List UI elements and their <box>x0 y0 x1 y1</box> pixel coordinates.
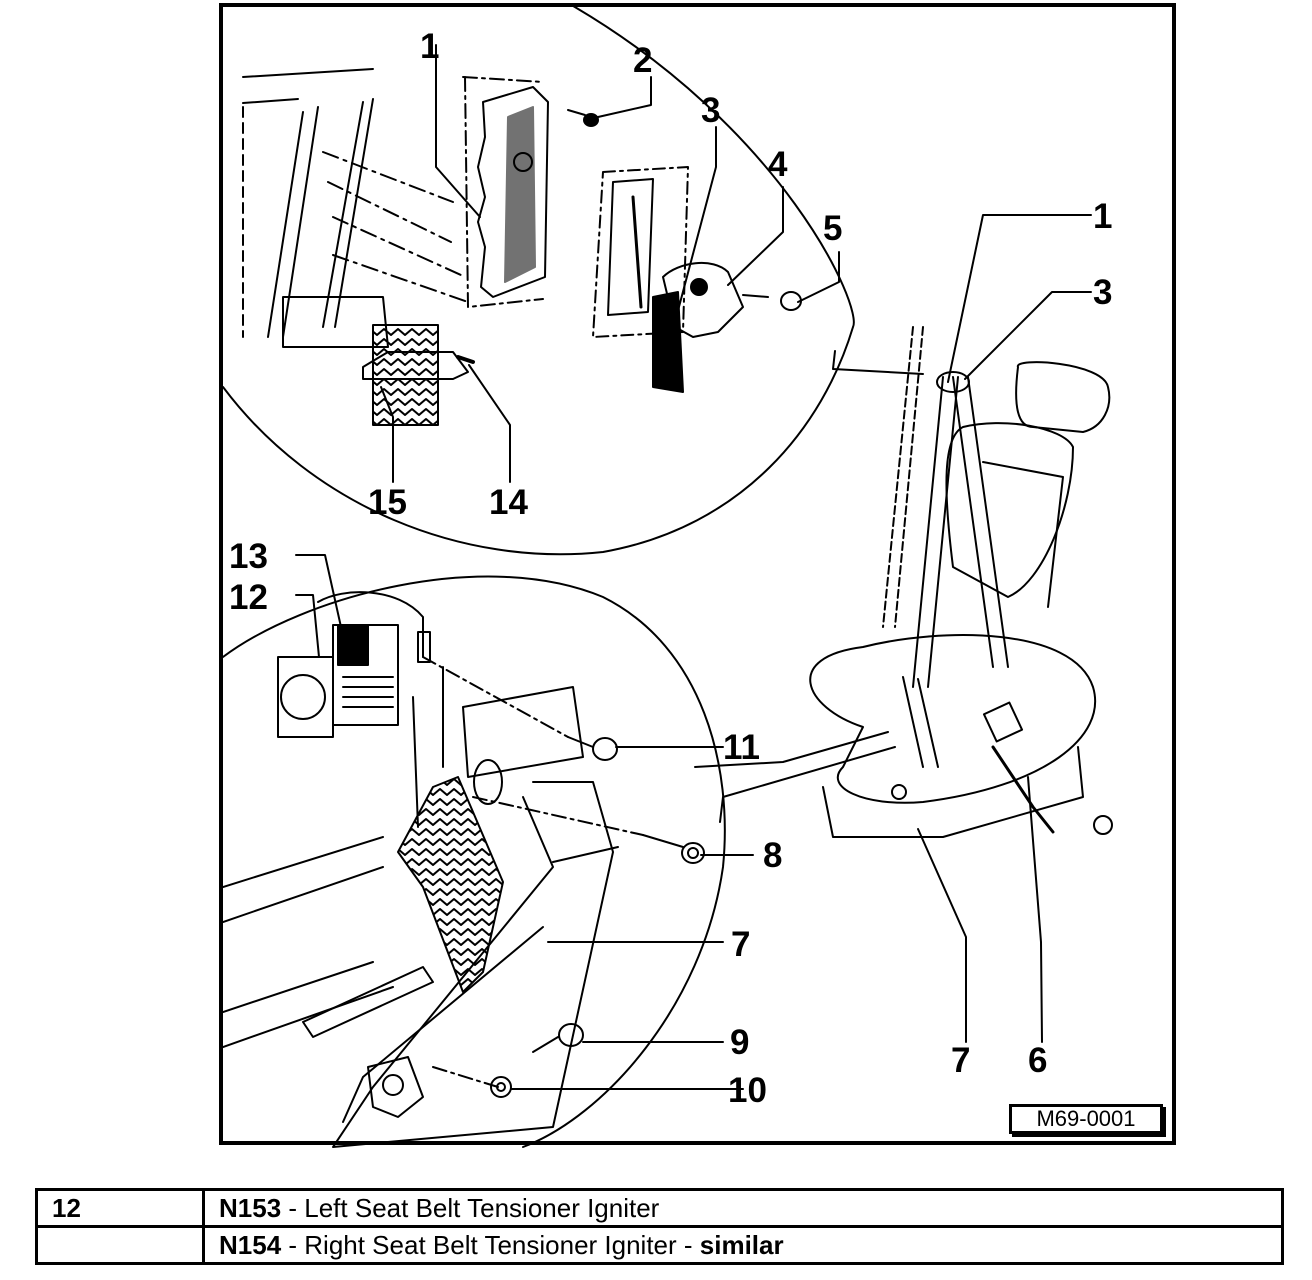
callout-9: 9 <box>730 1023 750 1062</box>
legend-item-description: N153 - Left Seat Belt Tensioner Igniter <box>202 1188 1284 1228</box>
callout-14: 14 <box>489 483 528 522</box>
bolt-11 <box>567 736 618 761</box>
front-seat <box>809 361 1113 838</box>
leader-6 <box>1027 776 1043 1043</box>
separator: - <box>281 1192 305 1223</box>
igniter-assembly <box>277 591 431 738</box>
component-name: Left Seat Belt Tensioner Igniter <box>304 1192 660 1223</box>
belt-guide-cover <box>652 261 802 393</box>
belt-webbing-7 <box>397 776 504 993</box>
leader-13 <box>295 554 342 628</box>
component-code: N153 <box>219 1192 282 1223</box>
leader-12 <box>295 594 320 658</box>
bolt-8 <box>642 834 705 864</box>
callout-15: 15 <box>368 483 407 522</box>
callout-4: 4 <box>768 145 788 184</box>
washer-10 <box>490 1076 512 1098</box>
floor-structure <box>223 666 619 1148</box>
leader-15 <box>380 386 394 483</box>
legend-row: 12 N153 - Left Seat Belt Tensioner Ignit… <box>35 1188 1284 1228</box>
bolt-2 <box>567 109 599 127</box>
callout-1-top: 1 <box>420 27 440 66</box>
callout-11: 11 <box>723 728 760 767</box>
callout-5: 5 <box>823 209 843 248</box>
exploded-view-figure: 1 2 3 4 5 1 3 15 14 13 12 11 8 7 9 10 7 … <box>219 3 1176 1148</box>
similar-note: similar <box>699 1229 784 1260</box>
separator: - <box>281 1229 305 1260</box>
belt-loop-15 <box>362 324 475 426</box>
leader-4 <box>727 186 784 286</box>
legend-item-description: N154 - Right Seat Belt Tensioner Igniter… <box>202 1225 1284 1265</box>
callout-8: 8 <box>763 836 783 875</box>
leader-3-top <box>670 126 717 338</box>
legend-item-number <box>35 1225 205 1265</box>
leader-7-bottom <box>917 828 967 1043</box>
detail-leader-upper <box>832 350 924 375</box>
leader-2 <box>597 76 652 118</box>
figure-id-shadow <box>1012 1107 1166 1137</box>
legend-table: 12 N153 - Left Seat Belt Tensioner Ignit… <box>35 1188 1284 1265</box>
bolt-9 <box>532 1023 584 1053</box>
component-name: Right Seat Belt Tensioner Igniter <box>304 1229 677 1260</box>
callout-13: 13 <box>229 537 268 576</box>
callout-6: 6 <box>1028 1041 1048 1080</box>
anchor-plate <box>367 1056 424 1118</box>
callout-1-right: 1 <box>1093 197 1113 236</box>
leader-1-top <box>435 44 481 218</box>
callout-7-bottom: 7 <box>951 1041 971 1080</box>
suffix-separator: - <box>676 1229 700 1260</box>
b-pillar-trim <box>242 68 469 348</box>
leader-1-right <box>947 214 1092 383</box>
leader-14 <box>468 364 511 483</box>
callout-12: 12 <box>229 578 268 617</box>
leader-3-right <box>964 291 1092 380</box>
legend-item-number: 12 <box>35 1188 205 1228</box>
shoulder-belt <box>882 326 1009 768</box>
component-code: N154 <box>219 1229 282 1260</box>
detail-leader-lower <box>694 731 889 768</box>
legend-row: N154 - Right Seat Belt Tensioner Igniter… <box>35 1225 1284 1265</box>
lower-detail-circle <box>223 575 726 1148</box>
callout-10: 10 <box>728 1071 767 1110</box>
upper-detail-circle <box>223 7 855 556</box>
callout-3-right: 3 <box>1093 273 1113 312</box>
detail-leader-lower-2 <box>719 746 896 823</box>
diagram-drawing <box>223 7 1113 1148</box>
figure-id-label: M69-0001 <box>1009 1104 1163 1134</box>
retractor-bracket <box>462 76 549 308</box>
callout-2: 2 <box>633 41 653 80</box>
leader-5 <box>797 251 840 303</box>
callout-7-left: 7 <box>731 925 751 964</box>
callout-3-top: 3 <box>701 91 721 130</box>
